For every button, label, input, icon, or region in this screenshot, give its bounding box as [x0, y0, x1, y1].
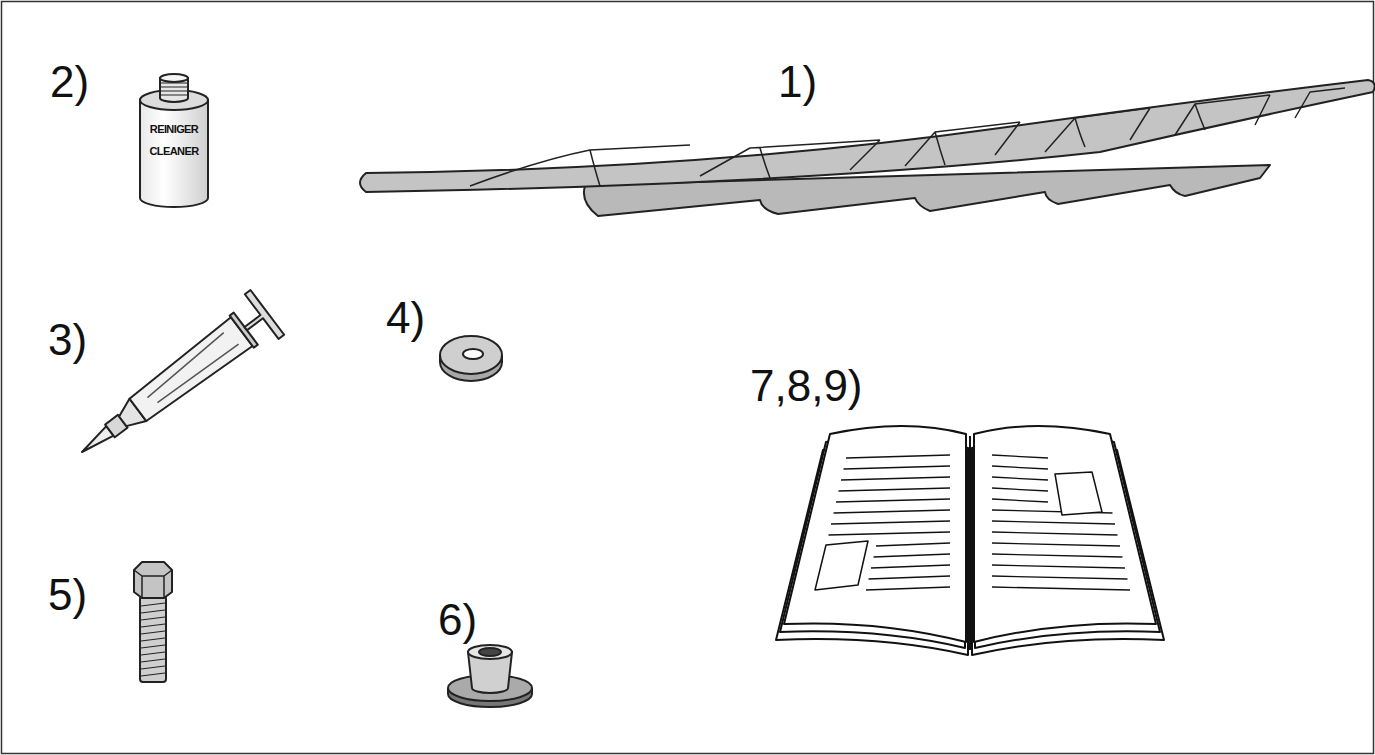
callout-number: 5) — [48, 573, 87, 617]
thread-stroke — [141, 617, 165, 620]
thread-stroke — [141, 652, 165, 655]
callout-number: 6) — [438, 598, 477, 642]
text-line — [992, 499, 1048, 502]
thread-stroke — [141, 610, 165, 613]
washer — [440, 336, 502, 381]
thread-stroke — [141, 666, 165, 669]
text-line — [831, 521, 950, 524]
text-line — [866, 587, 950, 590]
callout-number: 1) — [778, 60, 817, 104]
text-line — [839, 488, 951, 491]
text-line — [876, 543, 950, 546]
callout-number: 7,8,9) — [750, 364, 863, 408]
text-line — [992, 565, 1125, 568]
text-line — [992, 532, 1118, 535]
text-line — [992, 587, 1130, 590]
rivet-nut — [448, 645, 532, 707]
text-line — [992, 477, 1048, 480]
text-line — [834, 510, 951, 513]
callout-number: 2) — [50, 60, 89, 104]
can-text: CLEANER — [150, 146, 199, 157]
text-line — [992, 521, 1115, 524]
thread-stroke — [141, 631, 165, 634]
text-line — [992, 455, 1048, 458]
text-line — [829, 532, 951, 535]
adhesive-tube — [65, 290, 284, 474]
text-line — [844, 466, 951, 469]
text-line — [992, 576, 1128, 579]
text-line — [992, 543, 1120, 546]
thread-stroke — [141, 659, 165, 662]
thread-stroke — [141, 624, 165, 627]
thread-stroke — [141, 638, 165, 641]
callout-number: 3) — [48, 318, 87, 362]
text-line — [869, 576, 951, 579]
cleaner-can — [140, 74, 208, 207]
text-line — [871, 565, 950, 568]
thread-stroke — [141, 603, 165, 606]
manual-book — [776, 426, 1164, 655]
thread-stroke — [141, 673, 165, 676]
can-text: REINIGER — [150, 124, 198, 135]
thread-stroke — [141, 645, 165, 648]
text-line — [874, 554, 951, 557]
text-line — [992, 554, 1123, 557]
text-line — [992, 466, 1048, 469]
text-line — [846, 455, 950, 458]
text-line — [841, 477, 950, 480]
callout-number: 4) — [386, 296, 425, 340]
text-line — [836, 499, 950, 502]
diffuser-part — [360, 80, 1375, 216]
bolt — [134, 562, 172, 682]
text-line — [992, 488, 1048, 491]
